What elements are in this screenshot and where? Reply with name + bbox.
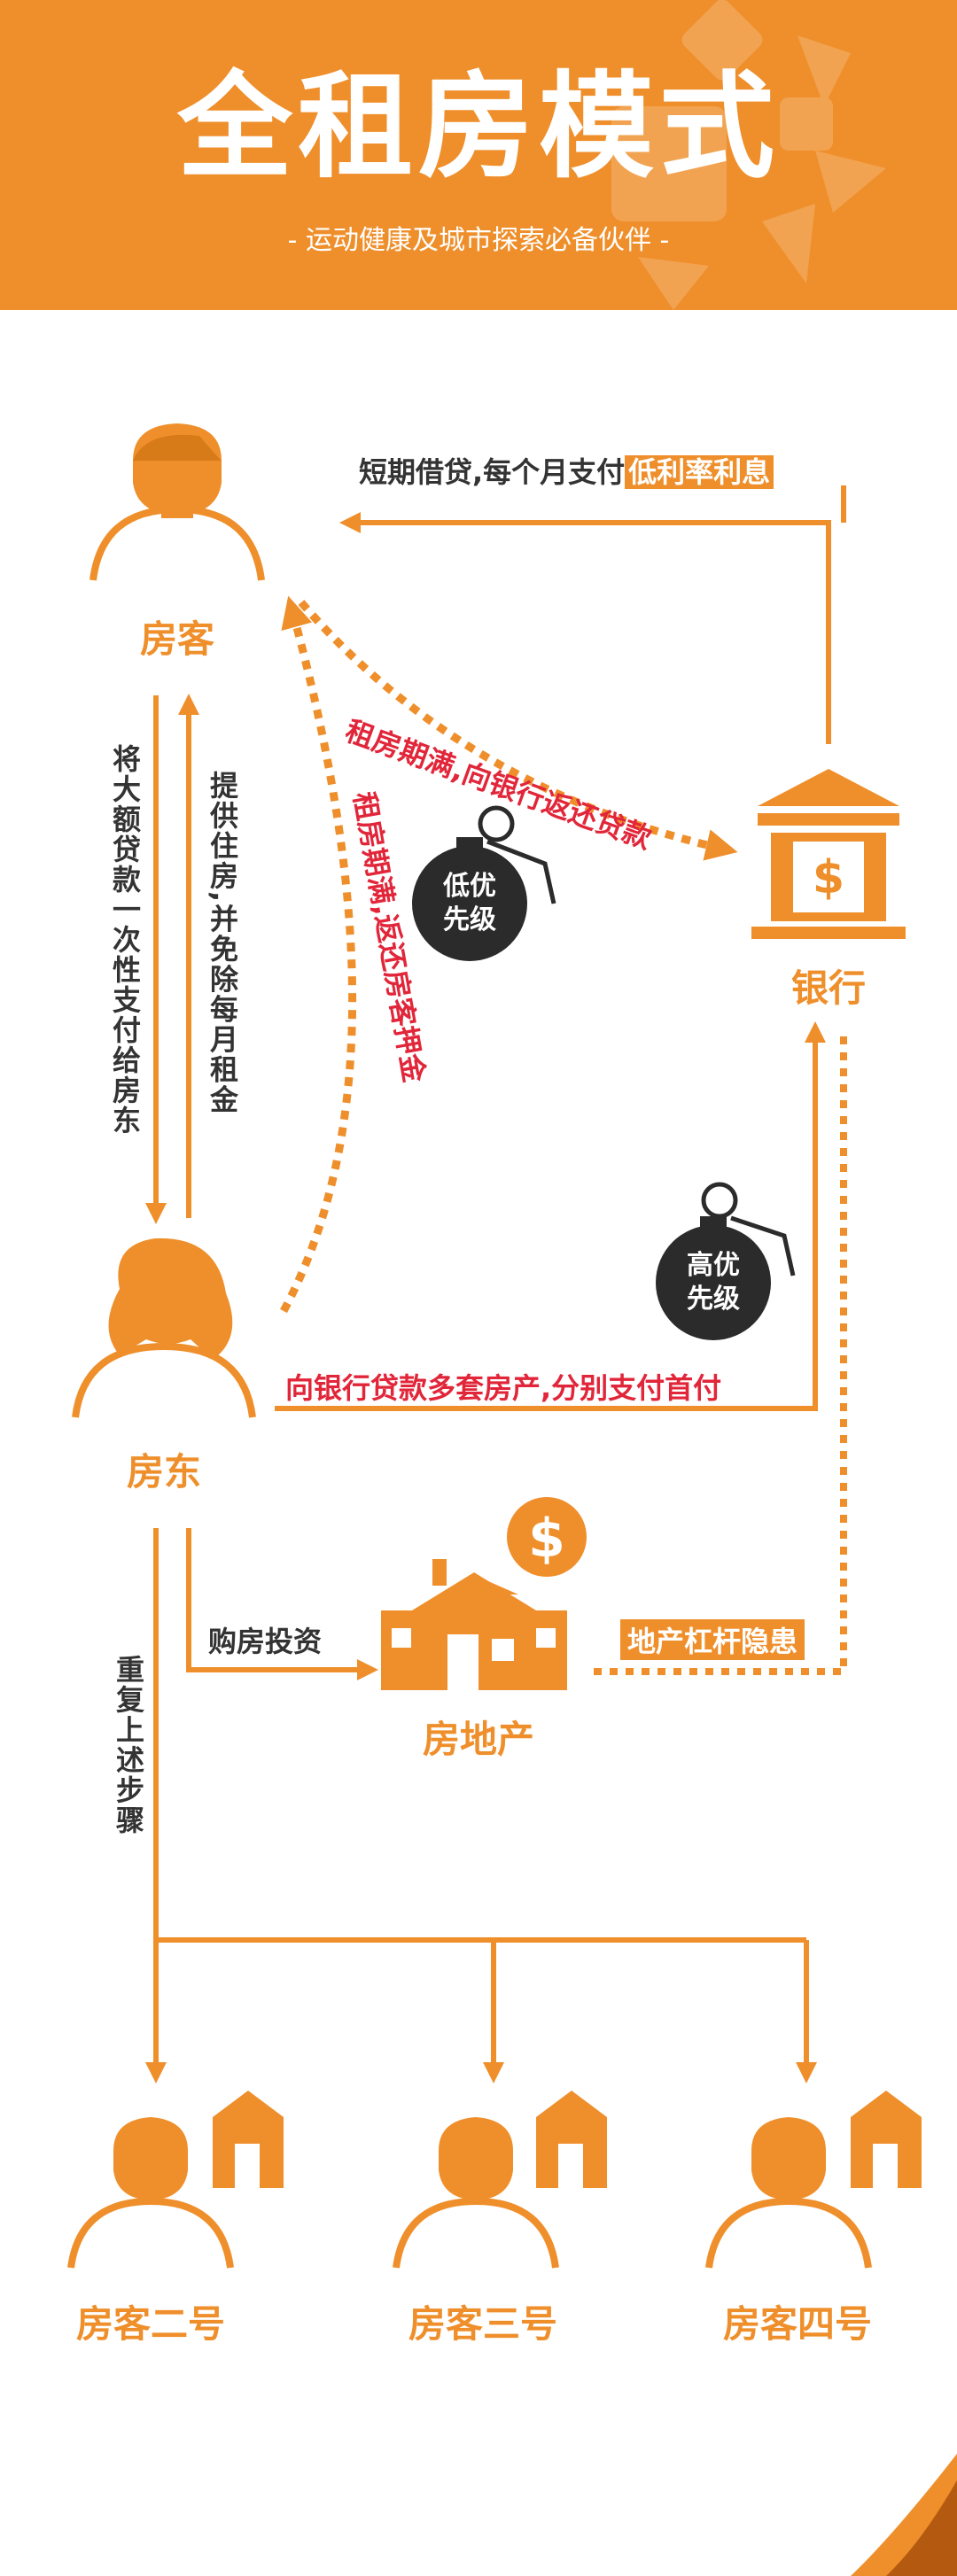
lease-end-deposit-arrow [280, 595, 357, 1314]
bank-icon: $ [751, 769, 906, 939]
tenant2-label: 房客二号 [75, 2302, 225, 2346]
page-subtitle: - 运动健康及城市探索必备伙伴 - [287, 225, 670, 256]
provide-housing-label: 提供住房,并免除每月租金 [206, 771, 239, 1115]
repeat-label: 重复上述步骤 [112, 1655, 145, 1835]
high-priority-bomb-icon [656, 1182, 796, 1340]
tenant3-person-icon [393, 2091, 607, 2269]
short-loan-text: 短期借贷,每个月支付 [359, 455, 626, 489]
short-loan-highlight: 低利率利息 [625, 455, 774, 489]
landlord-person-icon [72, 1238, 256, 1418]
page-curl-decoration [851, 2454, 957, 2576]
lease-end-bank-arrow [298, 600, 738, 861]
low-priority-bomb-icon [412, 805, 556, 961]
tenant3-label: 房客三号 [408, 2302, 557, 2346]
tenant4-person-icon [705, 2091, 922, 2269]
tenant-label: 房客 [139, 617, 214, 661]
dollar-coin-icon: $ [507, 1497, 587, 1577]
property-label: 房地产 [422, 1718, 534, 1761]
short-loan-label: 短期借贷,每个月支付低利率利息 [359, 450, 774, 491]
tenant2-person-icon [67, 2091, 284, 2269]
short-loan-arrow [339, 512, 831, 744]
low-priority-label: 低优 先级 [443, 871, 496, 935]
leverage-risk-line [594, 1032, 847, 1675]
buy-invest-arrow [186, 1528, 378, 1680]
bank-loan-arrow [275, 1021, 826, 1411]
high-priority-label: 高优 先级 [687, 1250, 740, 1315]
decorative-arrows-icon [611, 0, 886, 310]
svg-text:$: $ [813, 851, 844, 904]
tenant4-label: 房客四号 [722, 2302, 872, 2346]
bank-loan-label: 向银行贷款多套房产,分别支付首付 [285, 1371, 722, 1405]
landlord-label: 房东 [126, 1450, 201, 1494]
tenant-person-icon [89, 423, 265, 581]
page-title: 全租房模式 [176, 59, 780, 194]
leverage-risk-badge: 地产杠杆隐患 [620, 1619, 805, 1660]
svg-text:$: $ [528, 1508, 565, 1570]
lump-sum-label: 将大额贷款一次性支付给房东 [108, 744, 142, 1136]
header-banner: 全租房模式 - 运动健康及城市探索必备伙伴 - [0, 0, 957, 310]
bank-label: 银行 [790, 966, 866, 1010]
house-icon [381, 1559, 567, 1690]
buy-invest-label: 购房投资 [208, 1625, 323, 1658]
